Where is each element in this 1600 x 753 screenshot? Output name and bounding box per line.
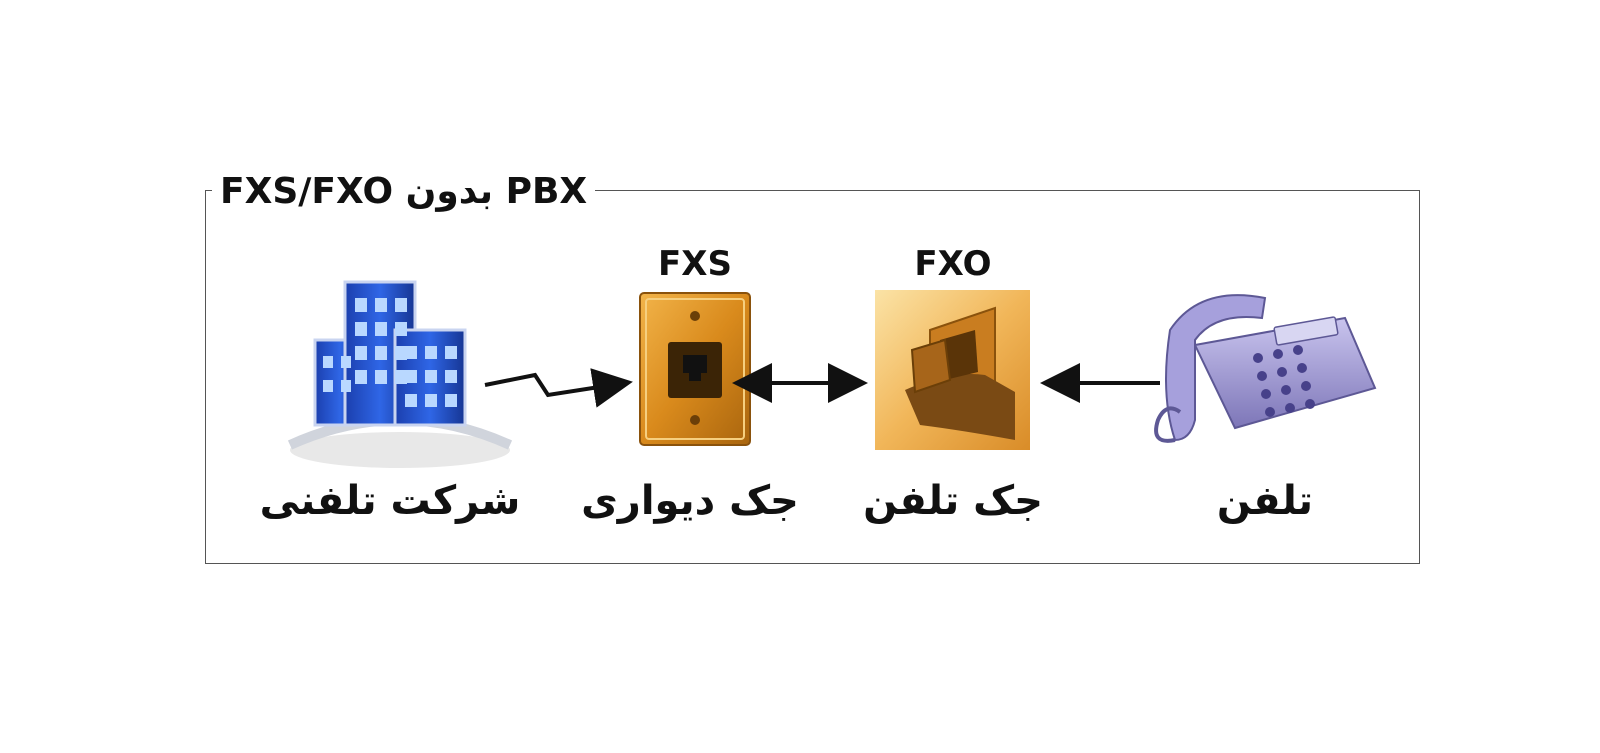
desk-telephone-icon (1154, 294, 1377, 443)
connector-company-to-fxs (484, 368, 633, 408)
fxs-label: FXS (658, 244, 732, 284)
office-building-icon (287, 280, 513, 468)
wall-jack-icon (639, 292, 751, 446)
phone-jack-label: جک تلفن (863, 478, 1043, 524)
telephone-label: تلفن (1216, 478, 1314, 524)
diagram-frame (205, 190, 1420, 564)
diagram-title: FXS/FXO بدون PBX (212, 168, 596, 216)
fxo-label: FXO (914, 244, 992, 284)
phone-plug-icon (875, 290, 1030, 450)
wall-jack-label: جک دیواری (581, 478, 799, 524)
company-label: شرکت تلفنی (259, 478, 521, 524)
